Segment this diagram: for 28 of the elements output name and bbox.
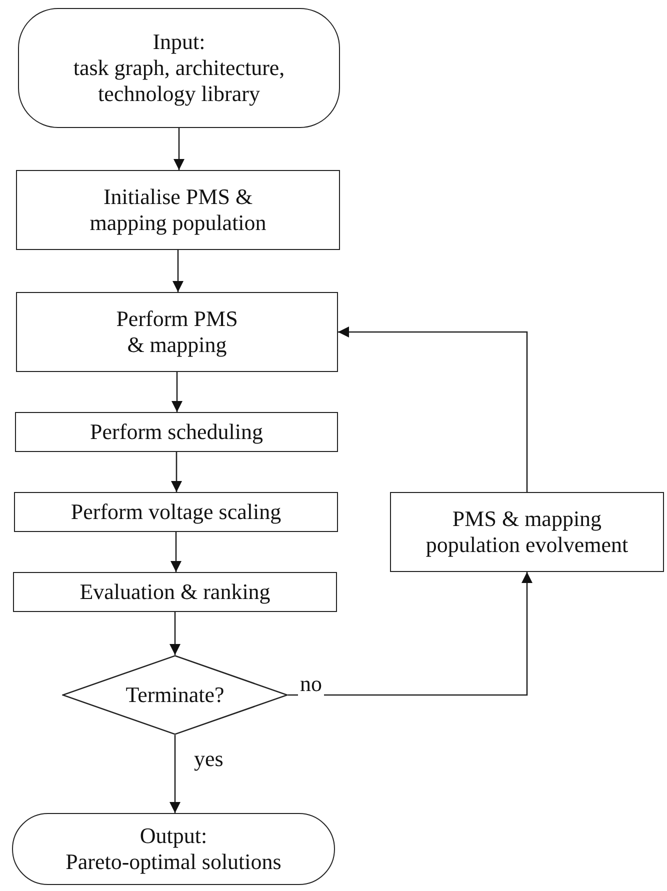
arrow (170, 735, 180, 813)
arrow (338, 326, 528, 492)
terminal-box (18, 8, 340, 128)
node-text: Output: (140, 823, 208, 849)
process-box (15, 412, 338, 452)
decision-diamond (62, 655, 288, 735)
arrow (172, 372, 182, 412)
process-box (16, 292, 338, 372)
process-box (16, 170, 340, 250)
node-text: Evaluation & ranking (80, 579, 270, 605)
node-text: task graph, architecture, technology library (72, 55, 286, 107)
node-text: Initialise PMS & mapping population (88, 184, 268, 236)
arrow (170, 532, 182, 572)
node-text: Perform PMS & mapping (115, 306, 239, 358)
arrow (172, 250, 184, 292)
node-text: Pareto-optimal solutions (66, 849, 282, 875)
arrow (171, 452, 182, 492)
arrow (170, 612, 180, 655)
process-box (14, 492, 338, 532)
process-box (390, 492, 664, 572)
node-text: Perform voltage scaling (70, 499, 282, 525)
node-text: Terminate? (126, 682, 224, 708)
process-box (13, 572, 337, 612)
node-text: Input: (152, 29, 206, 56)
node-text: PMS & mapping population evolvement (424, 506, 630, 558)
node-text: Perform scheduling (90, 419, 263, 445)
arrow (288, 572, 532, 696)
arrow (174, 128, 184, 170)
